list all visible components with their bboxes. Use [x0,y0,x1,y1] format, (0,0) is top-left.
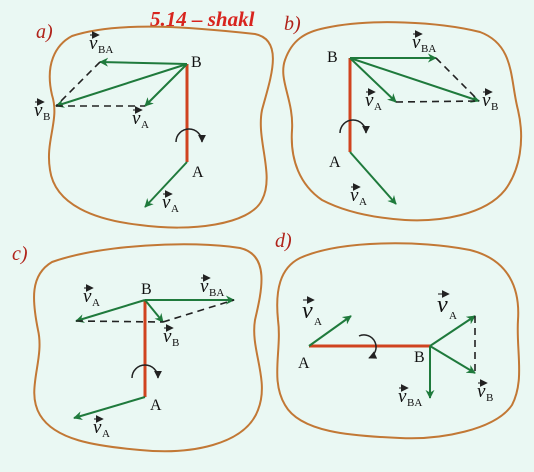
point-a-b: A [329,154,341,171]
label-vba-c: v BA [200,274,224,299]
label-vba-a: v BA [89,31,113,56]
panel-d: d) A B v A v A v BA v B [275,230,521,440]
label-vb-b: v B [482,88,498,113]
svg-text:v: v [350,185,359,206]
label-va-at-b-d: v A [437,290,457,322]
label-va-at-b-a: v A [132,106,149,131]
svg-text:v: v [477,381,486,402]
point-a-c: A [150,397,162,414]
vector-va-at-b-c [75,299,146,323]
vector-va-at-b-a [144,63,188,107]
label-vb-d: v B [477,379,493,404]
svg-text:A: A [374,101,382,113]
label-va-at-b-c: v A [83,284,100,309]
rotation-arrow-a [175,128,206,143]
svg-text:A: A [141,119,149,131]
label-va-at-b-b: v A [365,88,382,113]
dash-parallelogram-a1 [55,61,101,107]
panel-b: b) B A v BA v A v B v A [282,13,523,222]
svg-text:v: v [200,276,209,297]
svg-text:B: B [486,392,493,404]
label-va-c: v A [93,415,110,440]
label-va-a: v A [162,190,179,215]
label-vb-c: v B [163,324,179,349]
body-contour-a [48,25,274,229]
svg-text:A: A [449,310,457,322]
rotation-arrow-b [339,119,370,134]
vector-va-c [73,396,146,421]
svg-text:v: v [83,286,92,307]
panel-label-b: b) [284,13,301,35]
svg-text:v: v [482,90,491,111]
svg-text:v: v [365,90,374,111]
svg-text:A: A [102,428,110,440]
svg-text:v: v [302,298,313,324]
vector-va-a [144,161,188,208]
svg-text:v: v [93,417,102,438]
svg-text:v: v [132,108,141,129]
dash-parallelogram-c2 [162,299,235,323]
svg-text:v: v [34,100,43,121]
vector-va-d [308,315,352,347]
vector-vb-d [429,345,476,374]
svg-text:A: A [92,297,100,309]
label-vba-b: v BA [412,30,436,55]
dash-parallelogram-b1 [435,57,480,102]
svg-text:BA: BA [98,44,113,56]
svg-text:BA: BA [407,397,422,409]
svg-text:A: A [171,203,179,215]
svg-text:A: A [359,196,367,208]
svg-text:BA: BA [421,43,436,55]
svg-text:B: B [43,111,50,123]
dash-parallelogram-b2 [395,100,480,103]
point-b-b: B [327,49,338,66]
svg-text:BA: BA [209,287,224,299]
panel-label-c: c) [12,243,28,265]
label-vb-a: v B [34,98,50,123]
rotation-arrow-d [358,334,378,359]
svg-text:v: v [89,33,98,54]
body-contour-d [276,242,521,440]
point-a-a: A [192,164,204,181]
label-va-b: v A [350,183,367,208]
vector-va-at-b-b [349,57,397,103]
point-b-c: B [141,281,152,298]
body-contour-b [282,21,523,222]
vector-vb-c [144,299,164,323]
svg-text:B: B [172,337,179,349]
svg-text:B: B [491,101,498,113]
rotation-arrow-c [131,364,162,379]
vector-va-b [349,151,397,205]
vector-va-at-b-d [429,315,476,347]
svg-text:v: v [437,292,448,318]
svg-text:v: v [398,386,407,407]
panel-a: a) B A v BA v B v A v A [34,21,274,229]
svg-text:v: v [162,192,171,213]
panel-label-a: a) [36,21,53,43]
dash-parallelogram-c1 [75,320,164,323]
panel-c: c) B A v A v BA v B v A [12,243,263,453]
point-a-d: A [298,355,310,372]
svg-text:v: v [163,326,172,347]
body-contour-c [33,243,263,453]
vector-vba-a [99,57,188,67]
label-va-d: v A [302,296,322,328]
point-b-d: B [414,349,425,366]
svg-text:A: A [314,316,322,328]
point-b-a: B [191,54,202,71]
svg-text:v: v [412,32,421,53]
vector-vb-b [349,57,480,103]
vector-vb-a [55,63,188,108]
label-vba-d: v BA [398,384,422,409]
panel-label-d: d) [275,230,292,252]
